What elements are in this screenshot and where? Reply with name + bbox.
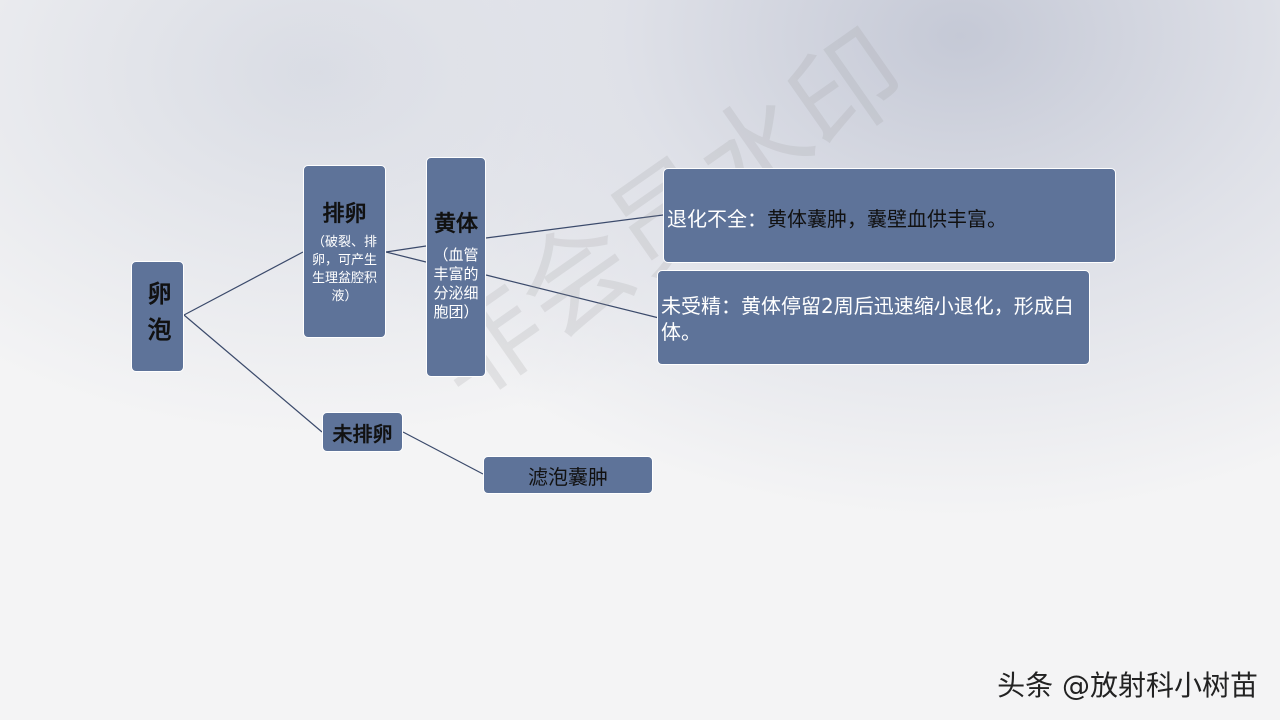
incomplete-prefix: 退化不全： [667, 207, 767, 231]
line-no-ovulation-cyst [402, 431, 484, 475]
node-incomplete-regression: 退化不全：黄体囊肿，囊壁血供丰富。 [663, 168, 1116, 263]
incomplete-text: 黄体囊肿，囊壁血供丰富。 [767, 207, 1007, 231]
node-follicle: 卵泡 [131, 261, 184, 372]
node-follicular-cyst: 滤泡囊肿 [483, 456, 653, 494]
line-ovulation-corpus-2 [385, 251, 427, 263]
line-ovulation-corpus [385, 245, 427, 253]
unfertilized-text: 未受精：黄体停留2周后迅速缩小退化，形成白体。 [661, 294, 1074, 344]
line-follicle-ovulation [183, 251, 304, 316]
footer-credit: 头条 @放射科小树苗 [997, 669, 1258, 702]
node-ovulation: 排卵 （破裂、排卵，可产生生理盆腔积液） [303, 165, 386, 338]
node-follicle-label: 卵泡 [143, 280, 171, 353]
node-unfertilized: 未受精：黄体停留2周后迅速缩小退化，形成白体。 [657, 270, 1090, 365]
line-corpus-incomplete [485, 214, 664, 239]
line-follicle-no-ovulation [183, 314, 323, 433]
node-ovulation-note: （破裂、排卵，可产生生理盆腔积液） [311, 235, 377, 304]
node-ovulation-label: 排卵 [322, 202, 367, 227]
node-no-ovulation: 未排卵 [322, 412, 403, 452]
line-corpus-unfertilized [485, 274, 660, 319]
node-no-ovulation-label: 未排卵 [332, 421, 393, 446]
node-follicular-cyst-label: 滤泡囊肿 [528, 464, 608, 489]
node-corpus-luteum: 黄体 （血管丰富的分泌细胞团） [426, 157, 486, 377]
node-corpus-note: （血管丰富的分泌细胞团） [433, 246, 479, 321]
node-corpus-label: 黄体 [433, 212, 478, 237]
